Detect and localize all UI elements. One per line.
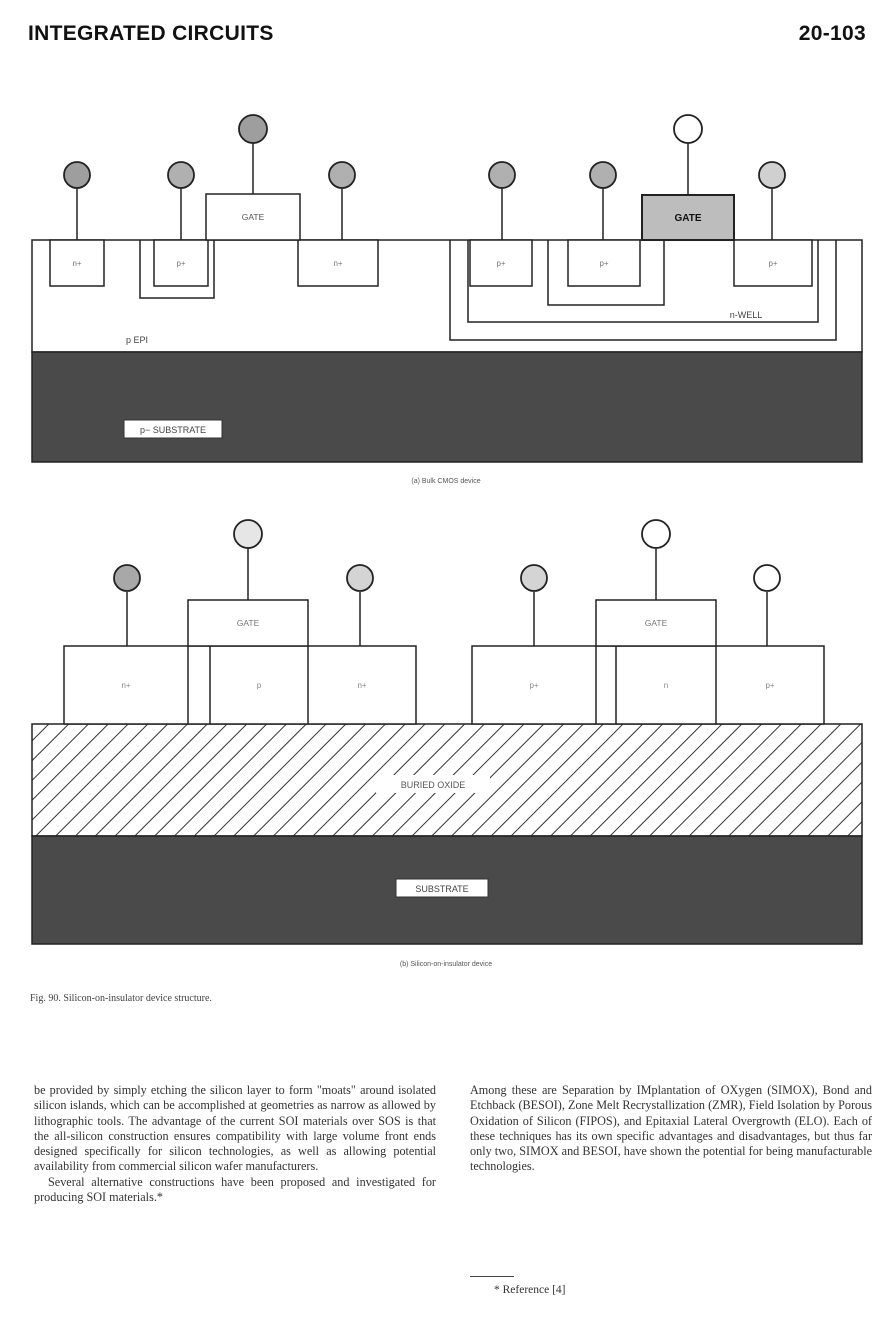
oxide-label-box [376, 775, 490, 793]
region-label: p [257, 681, 262, 690]
footnote-rule [470, 1276, 514, 1277]
terminal-circle [520, 564, 548, 592]
body-paragraph: Several alternative constructions have b… [34, 1174, 436, 1205]
epi-label: p EPI [126, 335, 148, 345]
well-outline-center [547, 240, 665, 306]
silicon-island-right [471, 645, 825, 725]
bulk-substrate [31, 351, 863, 463]
terminal-circle [233, 519, 263, 549]
gate-label: GATE [242, 212, 265, 222]
body-paragraph: be provided by simply etching the silico… [34, 1083, 436, 1174]
n-well-outline [449, 240, 837, 341]
diffusion-region [469, 239, 533, 287]
soi-gate-left [187, 599, 309, 647]
soi-substrate-label-box [395, 878, 489, 898]
soi-substrate-label: SUBSTRATE [415, 884, 468, 894]
region-label: p+ [765, 681, 774, 690]
terminal-circle [641, 519, 671, 549]
gate-right [641, 194, 735, 241]
n-well-inner-outline [467, 240, 819, 323]
substrate-label-box [123, 419, 223, 439]
well-outline-left [139, 240, 215, 299]
page-number: 20-103 [798, 22, 866, 45]
region-label: p+ [768, 259, 777, 268]
terminal-circle [488, 161, 516, 189]
region-label: p+ [176, 259, 185, 268]
terminal-circle [346, 564, 374, 592]
terminal-circle [328, 161, 356, 189]
substrate-label: p− SUBSTRATE [140, 425, 206, 435]
terminal-circle [753, 564, 781, 592]
gate-label: GATE [674, 213, 701, 224]
terminal-circle [589, 161, 617, 189]
terminal-circle [758, 161, 786, 189]
running-header-title: INTEGRATED CIRCUITS [28, 22, 274, 45]
terminal-circle [113, 564, 141, 592]
terminal-circle [63, 161, 91, 189]
bulk-cmos-diagram: p− SUBSTRATE p EPI n-WELL n+ p+ n+ p+ p+… [31, 114, 863, 485]
diffusion-region [733, 239, 813, 287]
region-label: n+ [333, 259, 342, 268]
figure-90-diagrams: p− SUBSTRATE p EPI n-WELL n+ p+ n+ p+ p+… [31, 114, 863, 968]
diffusion-region [49, 239, 105, 287]
body-paragraph: Among these are Separation by IMplantati… [470, 1083, 872, 1174]
diffusion-region [297, 239, 379, 287]
oxide-label: BURIED OXIDE [401, 780, 466, 790]
region-label: n+ [121, 681, 130, 690]
figure-caption: Fig. 90. Silicon-on-insulator device str… [30, 993, 212, 1004]
gate-label: GATE [645, 618, 668, 628]
region-label: p+ [496, 259, 505, 268]
diagram-a-caption: (a) Bulk CMOS device [411, 478, 480, 485]
terminal-leads [76, 143, 773, 240]
terminal-circle [167, 161, 195, 189]
body-column-right: Among these are Separation by IMplantati… [470, 1083, 872, 1175]
soi-terminal-leads [126, 548, 768, 646]
region-label: n+ [72, 259, 81, 268]
diagram-b-caption: (b) Silicon-on-insulator device [400, 961, 492, 968]
terminal-circle [238, 114, 268, 144]
gate-label: GATE [237, 618, 260, 628]
diffusion-region [567, 239, 641, 287]
region-label: n [664, 681, 668, 690]
soi-diagram: BURIED OXIDE SUBSTRATE n+ p n+ GATE p+ n… [31, 519, 863, 968]
n-well-label: n-WELL [730, 310, 763, 320]
region-label: p+ [529, 681, 538, 690]
region-label: p+ [599, 259, 608, 268]
terminal-circle [673, 114, 703, 144]
footnote: * Reference [4] [494, 1284, 566, 1296]
region-label: n+ [357, 681, 366, 690]
body-column-left: be provided by simply etching the silico… [34, 1083, 436, 1205]
